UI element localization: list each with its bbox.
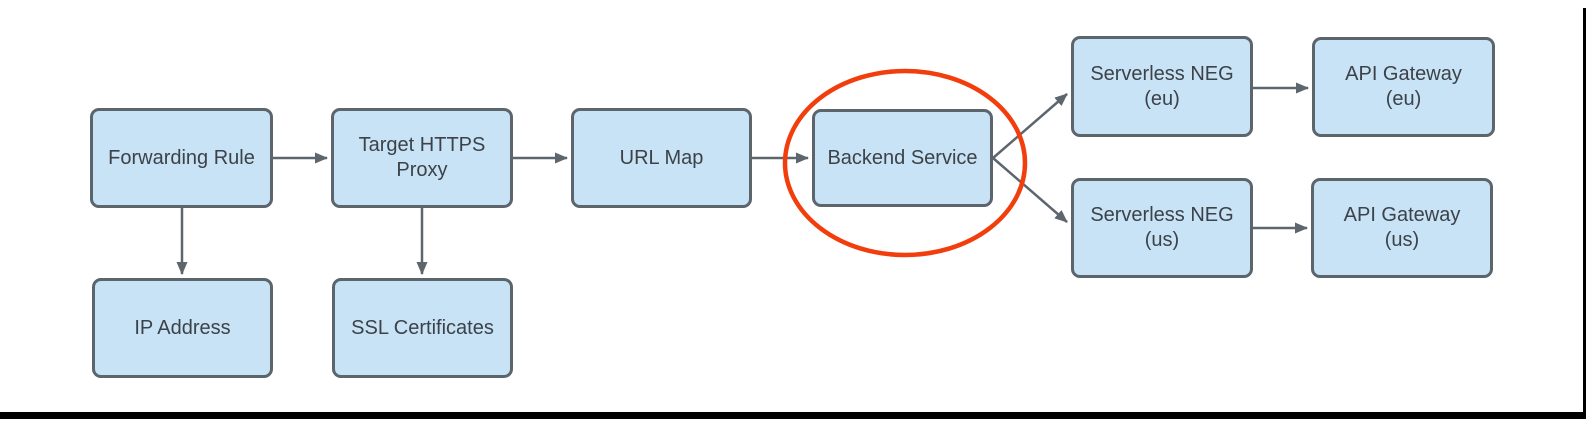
node-label: API Gateway (eu) xyxy=(1345,63,1462,110)
node-api-gateway-us: API Gateway (us) xyxy=(1311,178,1493,278)
node-label: Forwarding Rule xyxy=(108,146,255,169)
node-label: Serverless NEG (us) xyxy=(1090,204,1234,251)
edge-backend-service-to-serverless-neg-us xyxy=(992,157,1068,223)
node-api-gateway-eu: API Gateway (eu) xyxy=(1312,37,1495,137)
node-ip-address: IP Address xyxy=(92,278,273,378)
node-label: Backend Service xyxy=(827,146,978,169)
node-label: Target HTTPS Proxy xyxy=(358,134,486,181)
node-forwarding-rule: Forwarding Rule xyxy=(90,108,273,208)
node-label: API Gateway (us) xyxy=(1343,204,1461,251)
highlight-ellipse-backend-service xyxy=(782,68,1028,258)
edge-backend-service-to-serverless-neg-eu xyxy=(992,93,1068,159)
node-label: SSL Certificates xyxy=(351,316,494,339)
node-serverless-neg-eu: Serverless NEG (eu) xyxy=(1071,36,1253,137)
node-ssl-certificates: SSL Certificates xyxy=(332,278,513,378)
screenshot-edge-bottom xyxy=(0,412,1586,419)
node-url-map: URL Map xyxy=(571,108,752,208)
node-label: URL Map xyxy=(619,146,704,169)
screenshot-edge-right xyxy=(1583,8,1586,419)
node-backend-service: Backend Service xyxy=(812,109,993,207)
node-label: IP Address xyxy=(134,316,231,339)
node-target-https-proxy: Target HTTPS Proxy xyxy=(331,108,513,208)
node-serverless-neg-us: Serverless NEG (us) xyxy=(1071,178,1253,278)
node-label: Serverless NEG (eu) xyxy=(1090,62,1234,110)
